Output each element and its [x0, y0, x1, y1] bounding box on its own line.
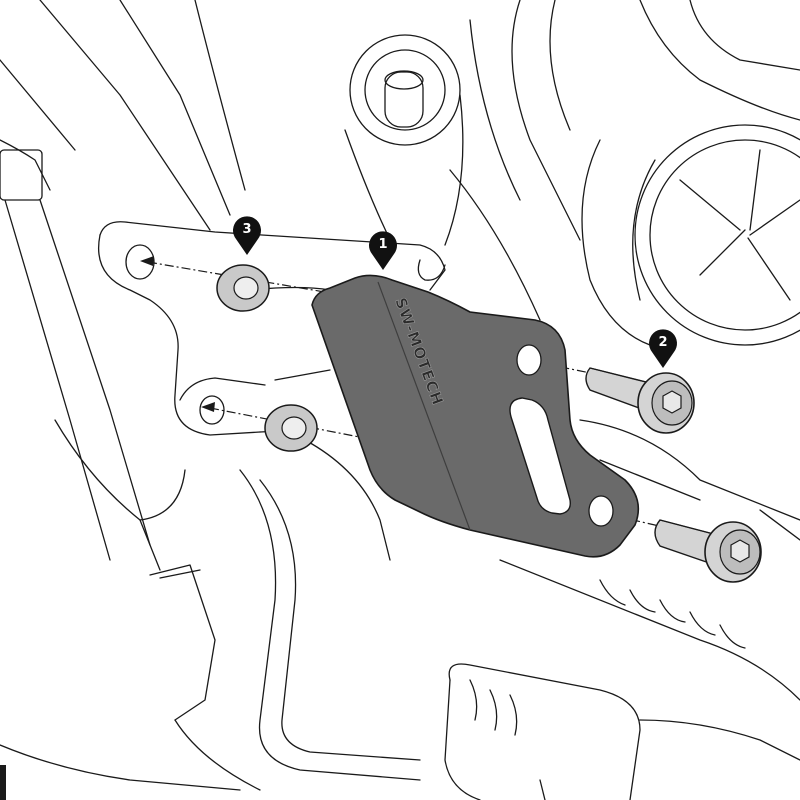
- callout-2-label: 2: [658, 335, 667, 350]
- guard-plate: SW-MOTECH: [311, 274, 640, 558]
- callout-1: 1: [369, 231, 398, 270]
- washer-lower: [264, 404, 318, 452]
- bolt-upper: [585, 367, 695, 434]
- callout-1-label: 1: [378, 237, 387, 252]
- callout-3-label: 3: [242, 222, 251, 237]
- bolt-lower: [654, 519, 762, 583]
- callout-3: 3: [232, 216, 261, 255]
- callout-2: 2: [649, 329, 678, 368]
- upper-arrow-head: [140, 256, 154, 266]
- lower-arrow-head: [201, 402, 215, 412]
- lower-axis-left: [209, 407, 376, 441]
- washer-upper: [216, 264, 270, 312]
